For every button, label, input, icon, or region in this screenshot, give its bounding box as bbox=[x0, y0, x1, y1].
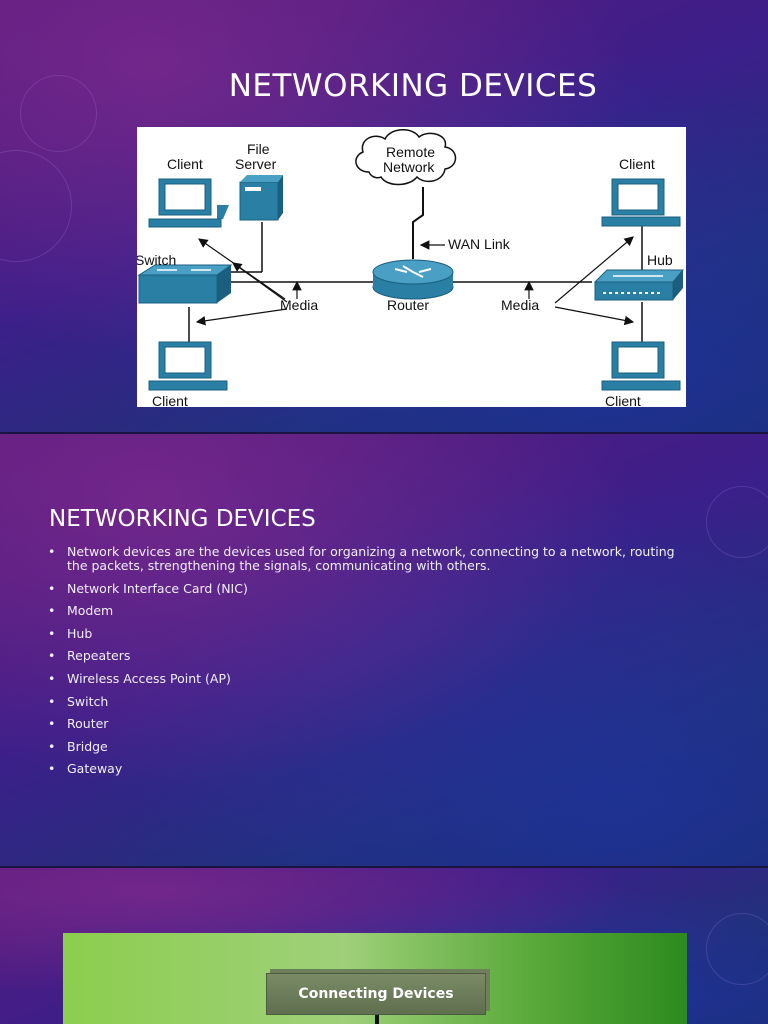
bullet-dot-icon: • bbox=[48, 670, 56, 686]
label-client: Client bbox=[605, 393, 641, 407]
bullet-item: • Gateway bbox=[48, 762, 688, 776]
switch-icon bbox=[137, 264, 233, 304]
router-icon bbox=[372, 259, 454, 300]
label-remote-network: Remote bbox=[386, 144, 435, 160]
decor-circle bbox=[706, 486, 768, 558]
label-hub: Hub bbox=[647, 252, 673, 268]
label-wan-link: WAN Link bbox=[448, 236, 511, 252]
decor-circle bbox=[0, 150, 72, 262]
bullet-item: • Modem bbox=[48, 604, 688, 618]
hub-icon bbox=[593, 269, 685, 301]
connecting-devices-box: Connecting Devices bbox=[266, 973, 486, 1015]
label-media: Media bbox=[501, 297, 539, 313]
bullet-dot-icon: • bbox=[48, 716, 56, 732]
slide-1: NETWORKING DEVICES bbox=[0, 0, 768, 432]
wan-link-line bbox=[412, 187, 424, 259]
bullet-text: Hub bbox=[67, 625, 93, 641]
label-client: Client bbox=[152, 393, 188, 407]
bullet-item: • Hub bbox=[48, 625, 688, 641]
label-switch: Switch bbox=[137, 252, 176, 268]
bullet-item: • Network devices are the devices used fo… bbox=[48, 545, 688, 573]
bullet-text: Wireless Access Point (AP) bbox=[67, 670, 231, 686]
bullet-text: Switch bbox=[67, 693, 109, 709]
bullet-dot-icon: • bbox=[48, 625, 56, 641]
bullet-dot-icon: • bbox=[48, 693, 56, 709]
file-server-icon bbox=[239, 175, 283, 221]
bullet-text: Router bbox=[67, 716, 109, 732]
slide-title: NETWORKING DEVICES bbox=[49, 506, 316, 532]
label-client: Client bbox=[167, 156, 203, 172]
diagram-panel: Connecting Devices bbox=[63, 933, 687, 1024]
decor-circle bbox=[20, 75, 97, 152]
label-media: Media bbox=[280, 297, 318, 313]
label-file-server: File bbox=[247, 141, 270, 157]
client-computer-icon bbox=[148, 341, 228, 391]
network-diagram: Client File Server Remote Network Client… bbox=[137, 127, 686, 407]
bullet-dot-icon: • bbox=[48, 580, 56, 596]
slide-title: NETWORKING DEVICES bbox=[228, 68, 598, 104]
bullet-dot-icon: • bbox=[48, 603, 56, 619]
bullet-dot-icon: • bbox=[48, 738, 56, 754]
client-computer-icon bbox=[601, 178, 681, 227]
bullet-text: Repeaters bbox=[67, 648, 131, 664]
bullet-item: • Switch bbox=[48, 693, 688, 709]
bullet-item: • Wireless Access Point (AP) bbox=[48, 670, 688, 686]
connector-line bbox=[375, 1015, 379, 1024]
bullet-dot-icon: • bbox=[48, 761, 56, 777]
bullet-text: Network Interface Card (NIC) bbox=[67, 580, 248, 596]
label-router: Router bbox=[387, 297, 429, 313]
bullet-item: • Router bbox=[48, 717, 688, 731]
bullet-list: • Network devices are the devices used fo… bbox=[48, 545, 688, 785]
bullet-text: Network devices are the devices used for… bbox=[67, 544, 675, 573]
slide-3: Connecting Devices bbox=[0, 868, 768, 1024]
bullet-text: Modem bbox=[67, 603, 114, 619]
bullet-text: Gateway bbox=[67, 761, 123, 777]
client-computer-icon bbox=[601, 341, 681, 391]
decor-circle bbox=[706, 913, 768, 985]
bullet-item: • Bridge bbox=[48, 738, 688, 754]
label-remote-network: Network bbox=[383, 159, 435, 175]
client-computer-icon bbox=[148, 178, 229, 228]
bullet-item: • Network Interface Card (NIC) bbox=[48, 580, 688, 596]
label-file-server: Server bbox=[235, 156, 277, 172]
bullet-item: • Repeaters bbox=[48, 649, 688, 663]
label-client: Client bbox=[619, 156, 655, 172]
bullet-text: Bridge bbox=[67, 738, 108, 754]
bullet-dot-icon: • bbox=[48, 544, 56, 559]
bullet-dot-icon: • bbox=[48, 648, 56, 664]
slide-2: NETWORKING DEVICES • Network devices are … bbox=[0, 434, 768, 866]
cloud-icon bbox=[355, 129, 457, 186]
